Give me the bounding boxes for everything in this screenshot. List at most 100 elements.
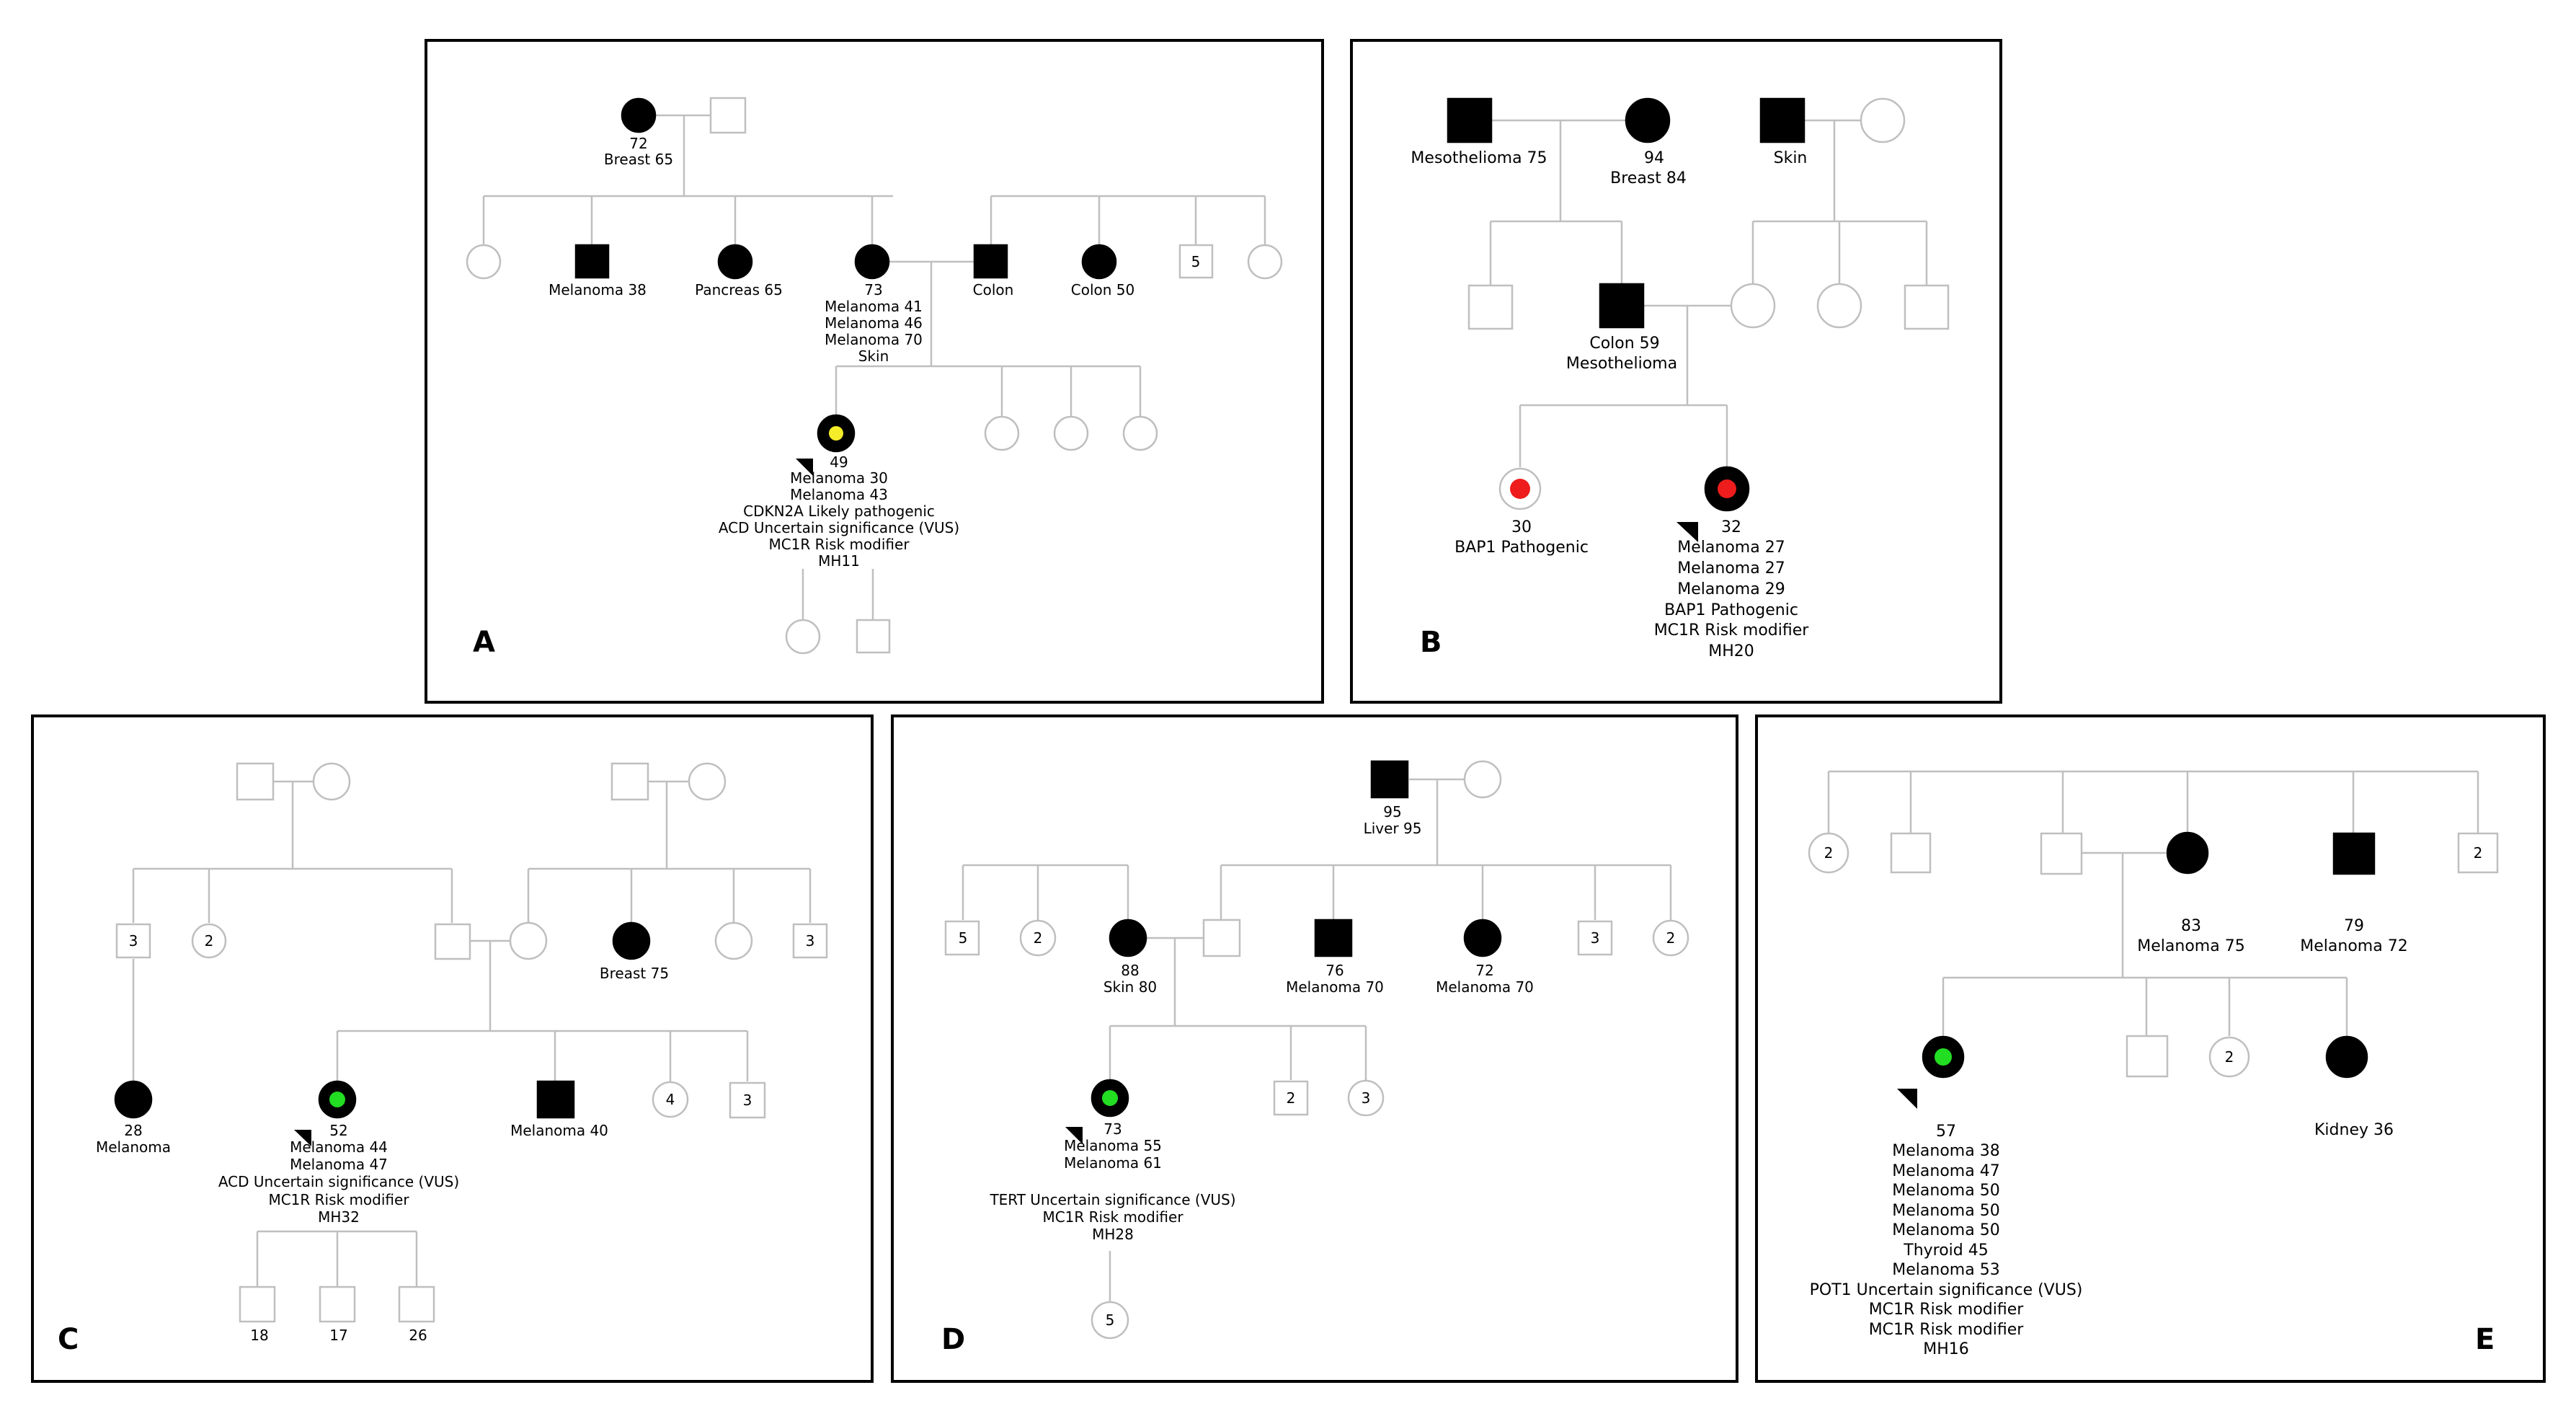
d-aunts-2-count: 2 — [1666, 929, 1676, 947]
a-grandfather-symbol — [709, 97, 747, 134]
e-sisters-count: 2 — [2225, 1048, 2234, 1066]
a-aunt-colon-dx: Colon 50 — [1071, 281, 1134, 298]
panel-c-label: C — [58, 1323, 79, 1356]
b-aunt-symbol — [1816, 283, 1862, 329]
e-proband-dx-10: MC1R Risk modifier — [1869, 1321, 2025, 1339]
b-grandfather-2-dx: Skin — [1774, 149, 1808, 167]
e-mother-age: 83 — [2181, 917, 2201, 935]
e-sister-kidney-symbol — [2325, 1035, 2368, 1079]
d-father-symbol — [1202, 919, 1241, 957]
b-grandmother-2-symbol — [1860, 97, 1906, 143]
c-uncles-2-count: 3 — [806, 932, 815, 950]
panel-e-lines — [1827, 770, 2479, 1036]
c-father-symbol — [434, 923, 471, 960]
a-mother-dx-1: Melanoma 41 — [825, 298, 923, 315]
d-grandmother-symbol — [1463, 760, 1502, 799]
e-brother-symbol — [2126, 1035, 2169, 1078]
d-mother-symbol — [1109, 919, 1147, 957]
d-grandfather-dx: Liver 95 — [1364, 820, 1422, 837]
a-mother-age: 73 — [864, 281, 882, 298]
d-proband-dx-4: MC1R Risk modifier — [1042, 1208, 1183, 1226]
a-mother-dx-3: Melanoma 70 — [825, 331, 923, 348]
c-siblings-group-2-symbol — [729, 1081, 766, 1119]
c-child-2-symbol — [319, 1286, 356, 1323]
d-uncle-age: 76 — [1325, 962, 1343, 979]
panel-d: 95 Liver 95 5 2 88 Skin 80 76 Melanoma 7… — [891, 714, 1738, 1383]
a-uncle-dx: Melanoma 38 — [548, 281, 647, 298]
e-proband-variant-dot — [1935, 1048, 1952, 1066]
c-brother-dx: Melanoma 40 — [510, 1122, 608, 1139]
d-uncles-2-count: 3 — [1591, 929, 1600, 947]
b-sister-variant-dot — [1510, 479, 1530, 499]
d-proband-dx-2: Melanoma 61 — [1064, 1154, 1162, 1172]
panel-a-border — [425, 39, 1324, 704]
c-cousin-dx: Melanoma — [96, 1138, 171, 1156]
e-father-symbol — [2040, 832, 2083, 875]
e-aunts-group-symbol — [1808, 832, 1849, 874]
c-aunts-count: 2 — [205, 932, 214, 950]
e-proband-age: 57 — [1936, 1123, 1956, 1141]
b-grandfather-symbol — [1447, 97, 1493, 143]
c-uncles-group-symbol — [115, 923, 151, 959]
panel-c-lines — [132, 780, 812, 1287]
a-uncle-melanoma-symbol — [574, 244, 610, 279]
c-proband-dx-3: ACD Uncertain significance (VUS) — [218, 1173, 459, 1190]
e-proband-arrow-icon — [1897, 1089, 1917, 1109]
b-uncle-2-symbol — [1904, 284, 1950, 330]
d-proband-dx-3: TERT Uncertain significance (VUS) — [989, 1191, 1235, 1208]
a-grandmother-age: 72 — [629, 135, 647, 152]
e-uncles-count: 2 — [2474, 844, 2483, 862]
c-proband-arrow-icon — [294, 1130, 311, 1146]
c-pgf-symbol — [236, 762, 275, 801]
b-mother-symbol — [1730, 283, 1776, 329]
c-uncles-group-2-symbol — [792, 923, 828, 959]
panel-c: 3 2 Breast 75 3 28 Melanoma 52 Melanoma … — [31, 714, 874, 1383]
b-sister-age: 30 — [1511, 518, 1532, 536]
e-mother-symbol — [2166, 831, 2209, 875]
d-aunts-group-2-symbol — [1652, 919, 1689, 957]
d-aunts-group-symbol — [1019, 919, 1057, 957]
b-proband-dx-3: Melanoma 29 — [1677, 580, 1785, 598]
e-proband-dx-2: Melanoma 47 — [1892, 1162, 1999, 1180]
c-mgm-symbol — [688, 762, 727, 801]
a-mother-dx-4: Skin — [858, 348, 889, 365]
c-child-3-symbol — [398, 1286, 435, 1323]
e-mother-dx: Melanoma 75 — [2137, 937, 2244, 955]
panel-b-border — [1350, 39, 2002, 704]
b-father-symbol — [1599, 283, 1645, 329]
a-proband-arrow-icon — [796, 459, 813, 476]
b-uncle-symbol — [1467, 284, 1514, 330]
b-proband-dx-2: Melanoma 27 — [1677, 559, 1785, 578]
panel-b: Mesothelioma 75 94 Breast 84 Skin Colon … — [1350, 39, 2002, 704]
c-aunt-breast-dx: Breast 75 — [600, 965, 669, 982]
e-proband-dx-5: Melanoma 50 — [1892, 1221, 1999, 1239]
e-uncle-age: 79 — [2344, 917, 2364, 935]
e-sisters-group-symbol — [2208, 1036, 2250, 1078]
e-proband-dx-11: MH16 — [1923, 1340, 1969, 1358]
c-siblings-group-symbol — [652, 1081, 689, 1118]
b-grandfather-dx: Mesothelioma 75 — [1411, 149, 1547, 167]
e-aunts-count: 2 — [1824, 844, 1834, 862]
e-proband-dx-9: MC1R Risk modifier — [1869, 1301, 2025, 1319]
d-siblings-group-2-symbol — [1347, 1079, 1385, 1117]
b-father-dx-2: Mesothelioma — [1566, 355, 1677, 373]
a-proband-dx-6: MH11 — [818, 552, 860, 570]
a-child-1-symbol — [984, 415, 1020, 451]
c-proband-dx-2: Melanoma 47 — [290, 1156, 388, 1173]
panel-e: 2 83 Melanoma 75 79 Melanoma 72 2 57 Mel… — [1755, 714, 2546, 1383]
c-proband-dx-4: MC1R Risk modifier — [268, 1191, 409, 1208]
a-grandmother-symbol — [621, 97, 657, 133]
a-proband-dx-1: Melanoma 30 — [790, 469, 888, 487]
b-proband-dx-1: Melanoma 27 — [1677, 539, 1785, 557]
d-proband-dx-1: Melanoma 55 — [1064, 1137, 1162, 1154]
a-proband-variant-dot — [829, 426, 843, 441]
d-proband-arrow-icon — [1065, 1127, 1083, 1144]
c-aunts-group-symbol — [191, 923, 227, 959]
c-pgm-symbol — [312, 762, 351, 801]
c-aunt-breast-symbol — [612, 921, 651, 960]
panel-d-lines — [961, 778, 1672, 1302]
d-proband-age: 73 — [1103, 1120, 1122, 1138]
c-cousin-symbol — [114, 1080, 153, 1119]
d-uncle-dx: Melanoma 70 — [1286, 978, 1384, 996]
panel-e-border — [1755, 714, 2546, 1383]
